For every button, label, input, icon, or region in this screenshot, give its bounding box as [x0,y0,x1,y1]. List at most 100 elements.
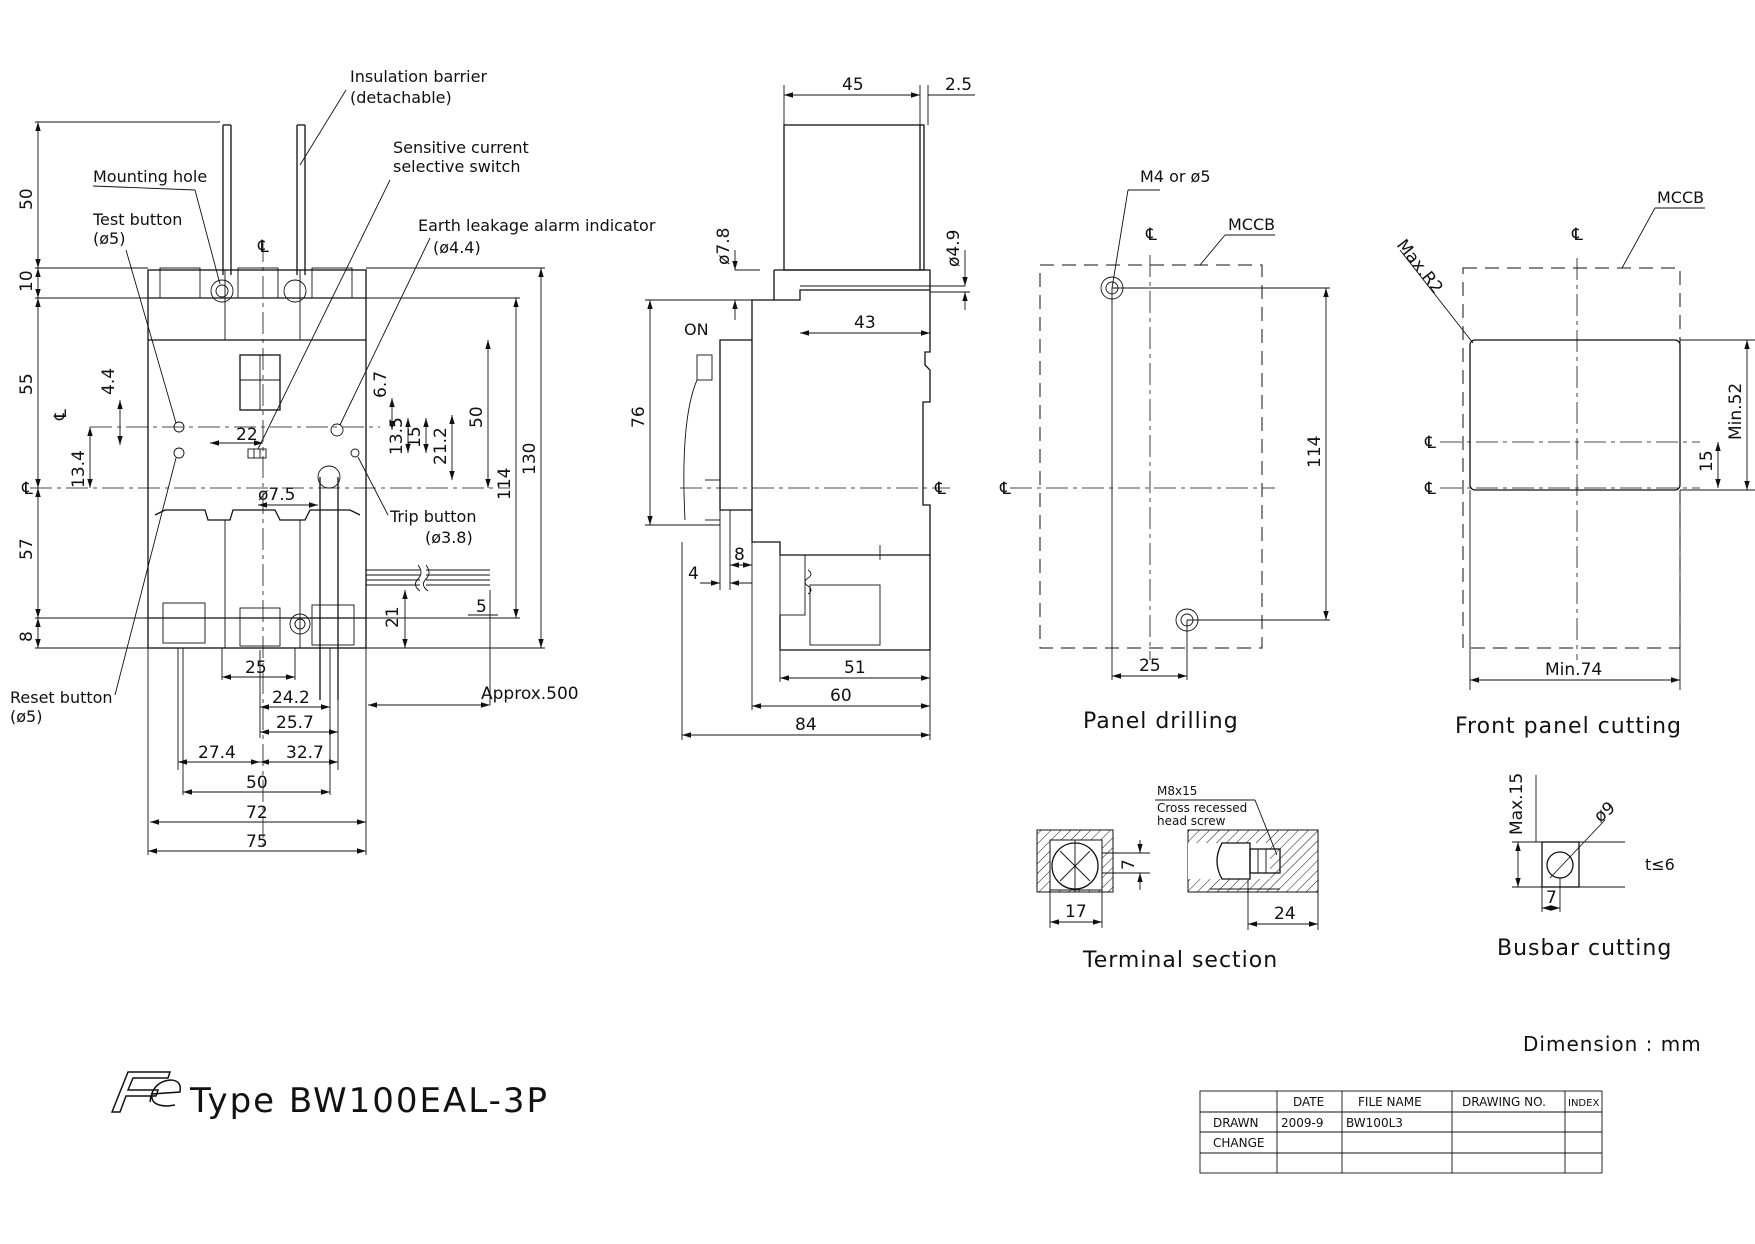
svg-text:50: 50 [17,188,37,210]
breaker-body-outline [147,269,367,649]
svg-text:(ø4.4): (ø4.4) [433,238,481,257]
tb-row-drawn: DRAWN [1213,1116,1259,1130]
svg-text:13.4: 13.4 [69,450,89,488]
units-note: Dimension : mm [1523,1032,1702,1056]
svg-text:7: 7 [1119,859,1139,870]
side-dimensions: 45 2.5 ø7.8 ø4.9 43 76 4 8 [629,75,975,740]
alarm-indicator [330,423,344,437]
reset-button [173,447,185,459]
svg-text:8: 8 [734,545,745,565]
svg-text:43: 43 [854,313,876,333]
svg-text:Min.52: Min.52 [1726,383,1746,440]
svg-text:72: 72 [246,803,268,823]
svg-text:114: 114 [1305,436,1325,468]
svg-text:(ø3.8): (ø3.8) [425,528,473,547]
tb-row-change: CHANGE [1213,1136,1264,1150]
panel-drilling: ℄ ℄ 25 114 M4 or ø5 MCCB Panel drilling [999,167,1330,734]
sensitive-switch [247,448,267,459]
front-callouts: Insulation barrier (detachable) Mounting… [10,67,656,726]
svg-text:Max.R2: Max.R2 [1392,236,1447,298]
svg-text:7: 7 [1546,888,1557,908]
svg-text:℄: ℄ [999,479,1011,499]
svg-text:ø7.5: ø7.5 [258,485,295,505]
svg-text:50: 50 [246,773,268,793]
svg-text:t≤6: t≤6 [1645,855,1675,874]
front-centerline-mark: ℄ [257,237,269,257]
svg-text:ø4.9: ø4.9 [944,230,964,267]
svg-text:℄: ℄ [1424,433,1436,453]
svg-text:10: 10 [17,270,37,292]
busbar-hole [1546,851,1574,879]
svg-text:130: 130 [520,443,540,475]
svg-text:15: 15 [1697,450,1717,472]
svg-text:(ø5): (ø5) [10,707,42,726]
svg-text:24: 24 [1274,904,1296,924]
svg-text:ø7.8: ø7.8 [714,228,734,265]
mccb-outline-dashed [1039,264,1263,649]
svg-text:8: 8 [17,631,37,642]
lead-wires [366,564,490,592]
svg-text:Mounting hole: Mounting hole [93,167,207,186]
terminal-cover-edge [154,509,361,521]
svg-text:55: 55 [17,373,37,395]
terminal-screw-side [1216,842,1251,880]
svg-text:17: 17 [1065,902,1087,922]
mounting-hole-upper [210,279,234,303]
brand-logo [110,1071,182,1113]
terminal-section-caption: Terminal section [1082,948,1278,973]
busbar-cutting: Max.15 ø9 t≤6 7 Busbar cutting [1497,773,1675,961]
busbar-cutting-caption: Busbar cutting [1497,936,1672,961]
svg-text:(detachable): (detachable) [350,88,452,107]
svg-text:ø9: ø9 [1590,798,1619,827]
svg-text:13.5: 13.5 [387,417,407,455]
svg-text:45: 45 [842,75,864,95]
svg-text:4.4: 4.4 [99,368,119,395]
on-indicator-label: ON [684,320,709,339]
tb-header-index: INDEX [1568,1098,1599,1109]
mccb-outline-dashed-2 [1462,267,1681,649]
svg-text:selective switch: selective switch [393,157,520,176]
svg-text:27.4: 27.4 [198,743,236,763]
tb-drawn-file: BW100L3 [1346,1116,1403,1130]
svg-text:Max.15: Max.15 [1507,773,1527,835]
svg-text:℄: ℄ [1145,225,1157,245]
svg-text:Min.74: Min.74 [1545,660,1602,680]
type-label: Type BW100EAL-3P [189,1081,549,1121]
svg-text:5: 5 [476,597,487,617]
svg-text:22: 22 [236,425,258,445]
svg-text:℄: ℄ [51,409,71,421]
svg-text:25: 25 [1139,656,1161,676]
cutout-rectangle [1469,339,1681,491]
tb-drawn-date: 2009-9 [1281,1116,1324,1130]
svg-text:M4 or ø5: M4 or ø5 [1140,167,1211,186]
tb-header-file: FILE NAME [1358,1095,1422,1109]
svg-text:℄: ℄ [934,479,946,499]
svg-text:Earth leakage alarm indicator: Earth leakage alarm indicator [418,216,656,235]
svg-text:head screw: head screw [1157,814,1226,828]
svg-text:Cross recessed: Cross recessed [1157,801,1247,815]
svg-text:32.7: 32.7 [286,743,324,763]
svg-text:Approx.500: Approx.500 [481,684,579,704]
mounting-hole-lower [289,613,311,635]
svg-text:84: 84 [795,715,817,735]
tb-header-date: DATE [1293,1095,1324,1109]
svg-text:(ø5): (ø5) [93,229,125,248]
svg-text:℄: ℄ [1424,479,1436,499]
svg-text:4: 4 [688,564,699,584]
svg-text:21.2: 21.2 [431,427,451,465]
svg-text:51: 51 [844,658,866,678]
svg-text:Test button: Test button [92,210,182,229]
panel-drilling-caption: Panel drilling [1083,709,1239,734]
front-panel-cutting: ℄ ℄ ℄ Min.52 15 Min.74 Max.R2 MCCB Front… [1392,188,1755,739]
svg-text:MCCB: MCCB [1657,188,1704,207]
svg-text:24.2: 24.2 [272,688,310,708]
svg-text:25.7: 25.7 [276,713,314,733]
front-view: ℄ ℄ ℄ 50 10 [10,67,656,855]
breaker-side-outline [751,269,931,556]
svg-text:2.5: 2.5 [945,75,972,95]
svg-text:℄: ℄ [21,479,33,499]
svg-text:Insulation barrier: Insulation barrier [350,67,487,86]
title-block: DATE FILE NAME DRAWING NO. INDEX DRAWN 2… [1199,1090,1603,1174]
svg-text:Trip button: Trip button [389,507,476,526]
